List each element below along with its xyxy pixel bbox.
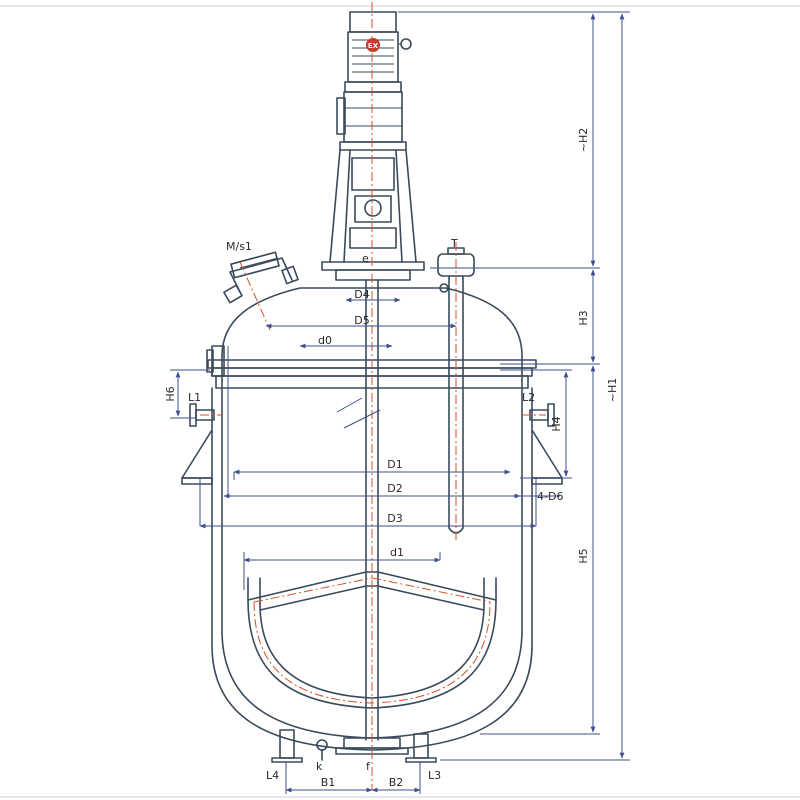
label-f: f — [366, 760, 371, 773]
thermometer-sleeve — [437, 247, 475, 534]
manhole-nozzle — [223, 251, 299, 304]
label-k: k — [316, 760, 323, 773]
label-l1: L1 — [188, 391, 201, 404]
horizontal-dimensions — [199, 297, 560, 794]
label-h2: ~H2 — [577, 128, 590, 153]
label-manhole: M/s1 — [226, 240, 252, 253]
label-h3: H3 — [577, 310, 590, 325]
drive-stand — [321, 149, 425, 281]
right-support-lug — [531, 429, 563, 485]
label-h5: H5 — [577, 548, 590, 563]
label-d1: D1 — [387, 458, 402, 471]
label-e: e — [362, 252, 369, 265]
vertical-dimensions — [170, 11, 630, 761]
label-d2: D2 — [387, 482, 402, 495]
label-d3: D3 — [387, 512, 402, 525]
left-bottom-leg — [271, 729, 303, 763]
label-d6: 4-D6 — [537, 490, 563, 503]
right-bottom-leg — [405, 733, 437, 763]
label-d4: D4 — [354, 288, 369, 301]
motor-assembly: EX — [344, 11, 412, 93]
motor-badge-icon — [366, 38, 380, 52]
vessel-top-head — [221, 287, 523, 357]
motor-badge-text: EX — [368, 42, 379, 50]
label-l3: L3 — [428, 769, 441, 782]
label-h4: H4 — [550, 416, 563, 431]
label-d0: d0 — [318, 334, 332, 347]
left-upper-nozzle — [206, 345, 225, 377]
label-l2: L2 — [522, 391, 535, 404]
label-thermometer: T — [450, 237, 458, 250]
gearbox — [336, 91, 407, 151]
left-support-lug — [181, 429, 213, 485]
label-h6: H6 — [164, 386, 177, 401]
label-l4: L4 — [266, 769, 279, 782]
label-d5: D5 — [354, 314, 369, 327]
label-b2: B2 — [389, 776, 404, 789]
drain-valve — [316, 739, 328, 761]
label-h1: ~H1 — [606, 378, 619, 403]
label-b1: B1 — [321, 776, 336, 789]
label-small-d1: d1 — [390, 546, 404, 559]
